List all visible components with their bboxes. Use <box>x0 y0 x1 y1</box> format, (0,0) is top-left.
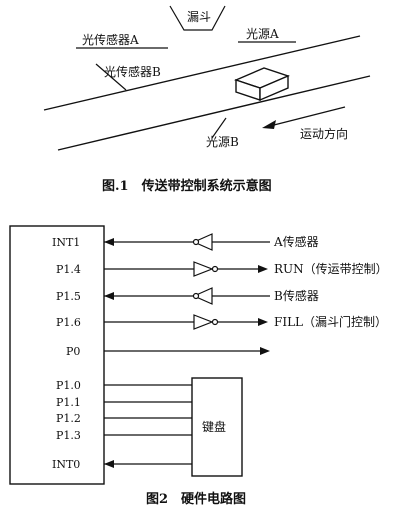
pin-int0: INT0 <box>52 458 80 471</box>
signal-a-sensor: A传感器 <box>273 234 319 249</box>
funnel-label: 漏斗 <box>187 10 211 24</box>
inverter-fill <box>193 314 214 330</box>
sensor-b-pointer <box>95 63 127 91</box>
figure2-caption: 图2 硬件电路图 <box>146 491 246 507</box>
light-b-label: 光源B <box>206 135 239 149</box>
int0-key-line <box>104 460 192 468</box>
conveyor-edge-top <box>43 35 361 111</box>
figure2-circuit-diagram: INT1 P1.4 P1.5 P1.6 P0 P1.0 P1.1 P1.2 P1… <box>9 225 388 507</box>
light-a-label: 光源A <box>246 27 279 41</box>
p15-signal-line: B传感器 <box>104 287 319 305</box>
pin-p16: P1.6 <box>56 316 81 329</box>
int1-signal-line: A传感器 <box>104 233 319 251</box>
keyboard-box <box>191 377 243 477</box>
sensor-a-label: 光传感器A <box>82 32 139 47</box>
package-box <box>234 67 290 102</box>
pin-p15: P1.5 <box>56 290 81 303</box>
direction-arrow-head <box>262 120 276 129</box>
pin-p0: P0 <box>66 345 80 358</box>
direction-label: 运动方向 <box>300 126 348 141</box>
pin-p10: P1.0 <box>56 379 81 392</box>
pin-p12: P1.2 <box>56 412 81 425</box>
sensor-b-label: 光传感器B <box>104 64 161 79</box>
conveyor-edge-bottom <box>57 75 371 151</box>
keyboard-label: 键盘 <box>202 419 226 434</box>
pin-int1: INT1 <box>52 236 80 249</box>
signal-b-sensor: B传感器 <box>274 288 319 303</box>
p14-run-line: RUN（传运带控制） <box>104 261 388 277</box>
pin-p14: P1.4 <box>56 263 81 276</box>
signal-fill: FILL（漏斗门控制） <box>274 314 387 329</box>
mcu-box <box>9 225 105 485</box>
p16-fill-line: FILL（漏斗门控制） <box>104 314 387 330</box>
funnel-shape <box>169 5 226 31</box>
pin-p13: P1.3 <box>56 429 81 442</box>
pin-p11: P1.1 <box>56 396 81 409</box>
direction-arrow-shaft <box>269 106 346 127</box>
p0-output-line <box>104 347 270 355</box>
figure1-caption: 图.1 传送带控制系统示意图 <box>102 178 272 194</box>
inverter-run <box>193 261 214 277</box>
signal-run: RUN（传运带控制） <box>274 261 388 276</box>
figure1-conveyor-diagram: 漏斗 光传感器A 光源A 光传感器B 光源B 运动方向 图.1 传送带控制系统示… <box>43 5 371 194</box>
light-b-pointer <box>211 117 227 139</box>
